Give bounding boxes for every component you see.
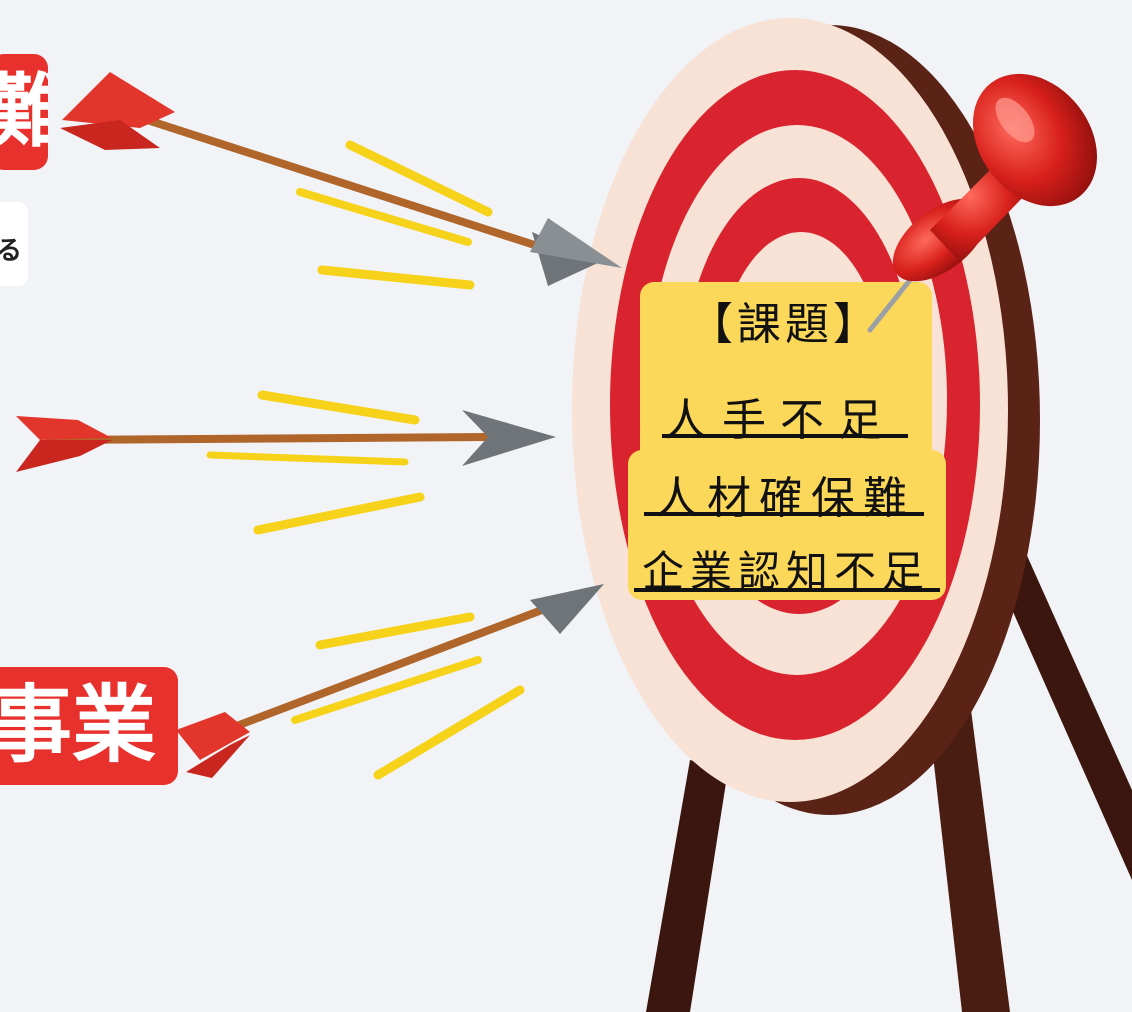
note-item-brand-awareness: 企業認知不足 — [641, 547, 930, 596]
arrow-icon-top — [60, 72, 622, 286]
pushpin-icon — [867, 73, 1097, 333]
arrow-icon-middle — [16, 410, 556, 472]
note-item-hiring-difficulty: 人材確保難 — [655, 473, 915, 524]
arrow-icon-bottom — [176, 584, 604, 778]
bottom-label-tag: 事業 — [0, 667, 178, 785]
note-item-labor-shortage: 人手不足 — [664, 395, 896, 446]
note-heading: 【課題】 — [689, 299, 881, 350]
side-text-chip: る — [0, 202, 28, 286]
motion-lines — [206, 140, 525, 780]
top-label-tag: 難 — [0, 54, 48, 170]
sticky-note — [628, 282, 946, 600]
